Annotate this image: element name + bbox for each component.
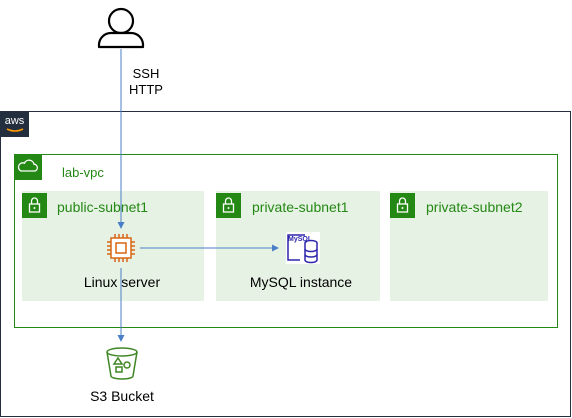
ec2-instance-icon xyxy=(107,234,135,262)
protocol-ssh: SSH xyxy=(132,66,160,81)
protocol-http: HTTP xyxy=(129,82,163,97)
aws-cloud-group xyxy=(0,111,571,417)
lock-icon xyxy=(216,193,241,218)
subnet-label-public-subnet1: public-subnet1 xyxy=(57,199,149,215)
protocol-list: SSH HTTP xyxy=(121,66,171,98)
mysql-instance-label: MySQL instance xyxy=(249,274,353,290)
subnet-label-private-subnet1: private-subnet1 xyxy=(252,199,349,215)
aws-badge-text: aws xyxy=(4,115,25,127)
lock-icon xyxy=(22,193,47,218)
linux-server-label: Linux server xyxy=(83,274,161,290)
subnet-private-subnet2 xyxy=(390,191,548,301)
vpc-group xyxy=(14,154,558,328)
subnet-label-private-subnet2: private-subnet2 xyxy=(426,199,523,215)
s3-bucket-label: S3 Bucket xyxy=(90,388,154,404)
lock-icon xyxy=(390,193,415,218)
user-icon xyxy=(97,7,145,49)
vpc-label: lab-vpc xyxy=(62,165,104,180)
vpc-cloud-icon xyxy=(14,154,42,180)
mysql-icon-text: MySQL xyxy=(288,236,313,243)
mysql-rds-icon xyxy=(286,232,320,264)
aws-logo-icon: aws xyxy=(0,111,29,137)
s3-bucket-icon xyxy=(106,347,138,380)
